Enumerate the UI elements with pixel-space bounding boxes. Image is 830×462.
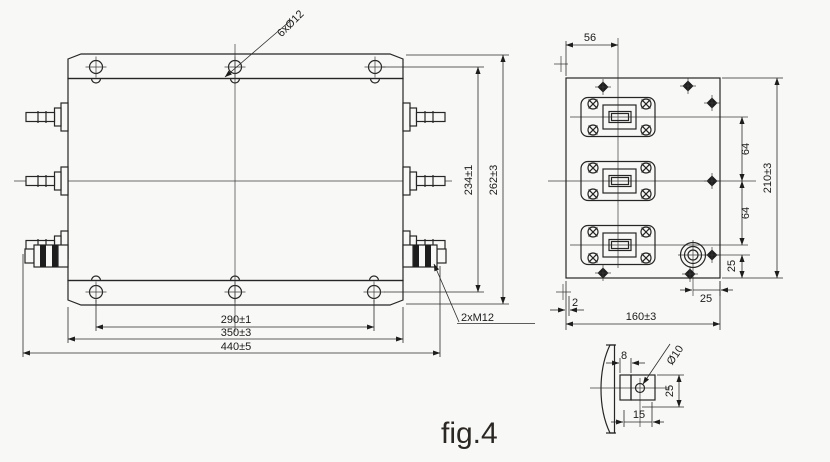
sheet-screw <box>681 265 699 283</box>
callout-terminal-studs-label: 2xM12 <box>461 312 494 324</box>
terminal-hole <box>634 382 646 394</box>
front-view: 6xØ12 2xM12 290±1 350±3 440±5 <box>14 8 535 357</box>
mounting-hole <box>84 280 108 304</box>
terminal-base-block <box>630 374 656 401</box>
dim-terminal-offset-x: 56 <box>565 32 619 76</box>
dim-stud-to-edge-x-label: 25 <box>700 293 712 305</box>
callout-terminal-studs: 2xM12 <box>433 263 535 324</box>
terminal-stud <box>402 166 446 196</box>
bracket-profile <box>600 344 616 434</box>
dim-terminal-pitch-lower-label: 64 <box>740 207 752 219</box>
dim-busbar-thickness-label: 8 <box>621 350 627 362</box>
busbar-section <box>619 374 632 401</box>
dim-terminal-offset-x-label: 56 <box>584 32 596 44</box>
mounting-hole <box>84 55 108 79</box>
dim-plate-lip-label: 2 <box>572 297 578 309</box>
dim-plate-height: 210±3 <box>722 77 783 279</box>
dim-hole-spacing-y: 234±1 <box>382 66 484 293</box>
callout-mounting-holes: 6xØ12 <box>224 8 307 78</box>
terminal-stud <box>402 102 446 132</box>
sheet-screw <box>594 264 612 282</box>
top-mounting-flange <box>67 53 404 80</box>
dim-overall-height-label: 262±3 <box>488 165 500 196</box>
dim-overall-width-label: 440±5 <box>221 341 252 353</box>
dim-hole-offset-label: 15 <box>633 409 645 421</box>
dim-terminal-pitch-upper-label: 64 <box>740 143 752 155</box>
dim-hole-offset: 15 <box>611 402 664 427</box>
flange-notches-bottom <box>90 275 380 281</box>
dim-stud-to-edge-y-label: 25 <box>726 260 738 272</box>
mounting-hole <box>223 280 247 304</box>
dim-hole-spacing-x-label: 290±1 <box>221 314 252 326</box>
end-plate <box>565 77 721 279</box>
dim-plate-width-label: 160±3 <box>626 311 657 323</box>
corner-mark-bottom <box>556 284 571 300</box>
sheet-screw <box>703 172 721 190</box>
dim-hole-to-base: 25 <box>642 374 684 408</box>
dim-hole-spacing-y-label: 234±1 <box>463 165 475 196</box>
callout-mounting-holes-label: 6xØ12 <box>275 8 306 39</box>
dim-stud-to-edge-y: 25 <box>726 254 745 279</box>
dim-terminal-pitch-upper: 64 <box>739 116 752 182</box>
flange-notches-top <box>90 78 381 84</box>
callout-hole-diameter: Ø10 <box>642 343 686 385</box>
dim-flange-width: 350±3 <box>67 307 404 343</box>
terminal-stud <box>25 102 69 132</box>
sheet-screw <box>594 78 612 96</box>
sheet-screw <box>703 94 721 112</box>
dim-plate-width: 160±3 <box>565 281 721 330</box>
sheet-screw <box>679 77 697 95</box>
dim-overall-width: 440±5 <box>22 254 441 357</box>
dim-plate-height-label: 210±3 <box>762 163 774 194</box>
dim-terminal-pitch-lower: 64 <box>739 180 752 246</box>
terminal-stud <box>25 166 69 196</box>
dim-hole-spacing-x: 290±1 <box>95 300 375 331</box>
dim-stud-to-edge-x: 25 <box>680 281 733 305</box>
sheet-screw <box>703 246 721 264</box>
bottom-mounting-flange <box>67 279 404 306</box>
dim-hole-to-base-label: 25 <box>664 385 676 397</box>
filter-body <box>67 77 404 282</box>
ground-stud <box>679 241 707 269</box>
dim-plate-lip: 2 <box>550 297 584 313</box>
dim-busbar-thickness: 8 <box>606 350 645 373</box>
figure-label: fig.4 <box>441 417 498 450</box>
terminal-detail-view: Ø10 8 25 15 <box>590 343 686 434</box>
mounting-hole <box>362 280 386 304</box>
top-view: 56 64 64 210±3 25 25 <box>548 32 783 330</box>
dim-overall-height: 262±3 <box>406 54 509 305</box>
dim-flange-width-label: 350±3 <box>221 327 252 339</box>
